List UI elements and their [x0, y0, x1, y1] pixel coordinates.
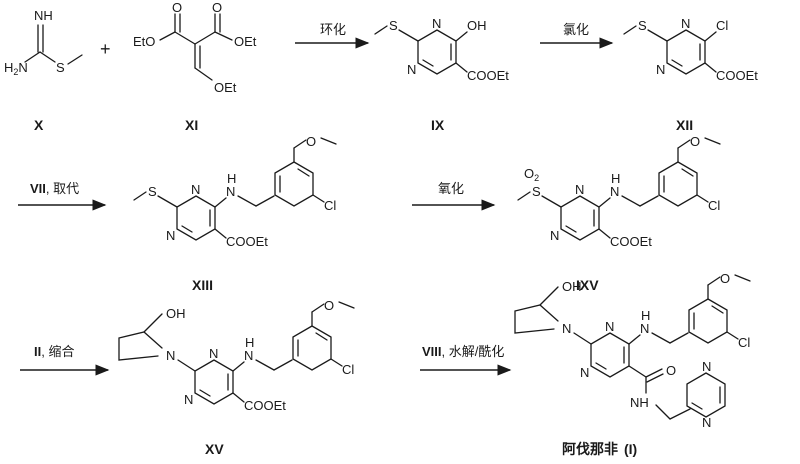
- condition-condensation: II, 缩合: [34, 344, 74, 359]
- compound-x: NH H2N S X: [4, 8, 83, 133]
- atom-n-pz1: N: [702, 359, 711, 374]
- atom-s-xii: S: [638, 18, 647, 33]
- atom-n2-xiii: N: [166, 228, 175, 243]
- atom-n2-ixv: N: [550, 228, 559, 243]
- atom-cl-xiii: Cl: [324, 198, 336, 213]
- atom-nh-i: N: [640, 321, 649, 336]
- atom-o2-ixv: O2: [524, 166, 539, 183]
- atom-oh-xv: OH: [166, 306, 186, 321]
- atom-nh-ixv: N: [610, 184, 619, 199]
- atom-cl-xii: Cl: [716, 18, 728, 33]
- atom-n2-ix: N: [407, 62, 416, 77]
- atom-n-ixv: N: [575, 182, 584, 197]
- compound-ixv: N N S O2 N H O Cl COOEt: [517, 134, 721, 249]
- atom-h-i: H: [641, 308, 650, 323]
- compound-avanafil: N N N OH N H O Cl O NH: [514, 271, 751, 430]
- atom-o-xiii: O: [306, 134, 316, 149]
- label-x: X: [34, 117, 44, 133]
- atom-n-ix: N: [432, 16, 441, 31]
- atom-oet: OEt: [234, 34, 257, 49]
- atom-nh: NH: [34, 8, 53, 23]
- atom-o-i: O: [720, 271, 730, 286]
- condition-chlorination: 氯化: [563, 22, 589, 37]
- atom-oh-i: OH: [562, 279, 582, 294]
- atom-h-ixv: H: [611, 171, 620, 186]
- atom-n-i: N: [605, 319, 614, 334]
- compound-ix: N N S OH COOEt: [374, 16, 509, 83]
- label-xv: XV: [205, 441, 224, 457]
- atom-cooet-xiii: COOEt: [226, 234, 268, 249]
- atom-h-xiii: H: [227, 171, 236, 186]
- atom-s: S: [56, 60, 65, 75]
- label-xii: XII: [676, 117, 693, 133]
- condition-oxidation: 氧化: [438, 181, 464, 196]
- compound-xi: EtO O O OEt OEt XI: [133, 0, 257, 133]
- label-final: 阿伐那非(I): [562, 441, 637, 457]
- atom-oh-ix: OH: [467, 18, 487, 33]
- atom-cooet-xii: COOEt: [716, 68, 758, 83]
- atom-h-xv: H: [245, 335, 254, 350]
- atom-n-pyr-i: N: [562, 321, 571, 336]
- atom-nh-xiii: N: [226, 184, 235, 199]
- condition-cyclization: 环化: [320, 22, 346, 37]
- atom-nh-amide: NH: [630, 395, 649, 410]
- atom-o-amide: O: [666, 363, 676, 378]
- atom-cl-xv: Cl: [342, 362, 354, 377]
- label-xi: XI: [185, 117, 198, 133]
- atom-cooet-ix: COOEt: [467, 68, 509, 83]
- atom-h2n: H2N: [4, 60, 28, 77]
- atom-n-xiii: N: [191, 182, 200, 197]
- atom-cooet-xv: COOEt: [244, 398, 286, 413]
- atom-n2-xv: N: [184, 392, 193, 407]
- plus-sign: +: [100, 39, 111, 59]
- atom-o1: O: [172, 0, 182, 15]
- compound-xiii: N N S N H O Cl COOEt: [133, 134, 337, 249]
- compound-xii: N N S Cl COOEt: [623, 16, 758, 83]
- atom-nh-xv: N: [244, 348, 253, 363]
- atom-cl-i: Cl: [738, 335, 750, 350]
- atom-n2-xii: N: [656, 62, 665, 77]
- atom-cooet-ixv: COOEt: [610, 234, 652, 249]
- atom-eto: EtO: [133, 34, 155, 49]
- condition-hydrolysis: VIII, 水解/酰化: [422, 344, 504, 359]
- condition-substitution: VII, 取代: [30, 181, 79, 196]
- label-ix: IX: [431, 117, 445, 133]
- atom-n2-i: N: [580, 365, 589, 380]
- atom-n-xii: N: [681, 16, 690, 31]
- atom-s-ixv: S: [532, 184, 541, 199]
- label-xiii: XIII: [192, 277, 213, 293]
- atom-o2: O: [212, 0, 222, 15]
- atom-cl-ixv: Cl: [708, 198, 720, 213]
- compound-xv: N N N OH N H O Cl COOEt: [118, 298, 355, 413]
- atom-n-pyr-xv: N: [166, 348, 175, 363]
- atom-n-xv: N: [209, 346, 218, 361]
- atom-s-xiii: S: [148, 184, 157, 199]
- atom-oet2: OEt: [214, 80, 237, 95]
- atom-o-ixv: O: [690, 134, 700, 149]
- atom-n-pz2: N: [702, 415, 711, 430]
- label-ixv: IXV: [576, 277, 599, 293]
- atom-o-xv: O: [324, 298, 334, 313]
- atom-s-ix: S: [389, 18, 398, 33]
